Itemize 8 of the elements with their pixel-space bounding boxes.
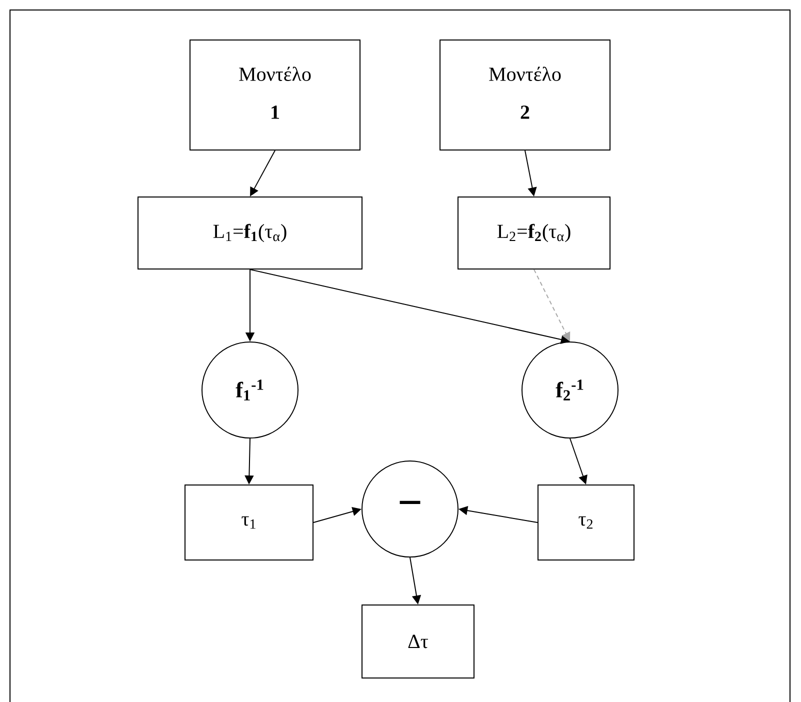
arrow (250, 150, 276, 196)
model-box: Μοντέλο 2 (440, 40, 610, 150)
process-box: τ$_{1}$ (184, 484, 314, 560)
process-box: L$_{1}$=f$_{1}$(τ$_{α}$) (138, 196, 362, 270)
process-box: L$_{2}$=f$_{2}$(τ$_{α}$) (458, 196, 610, 270)
process-box: τ$_{2}$ (538, 484, 634, 560)
process-box: Δτ (362, 604, 474, 678)
model-box: Μοντέλο 1 (190, 40, 360, 150)
